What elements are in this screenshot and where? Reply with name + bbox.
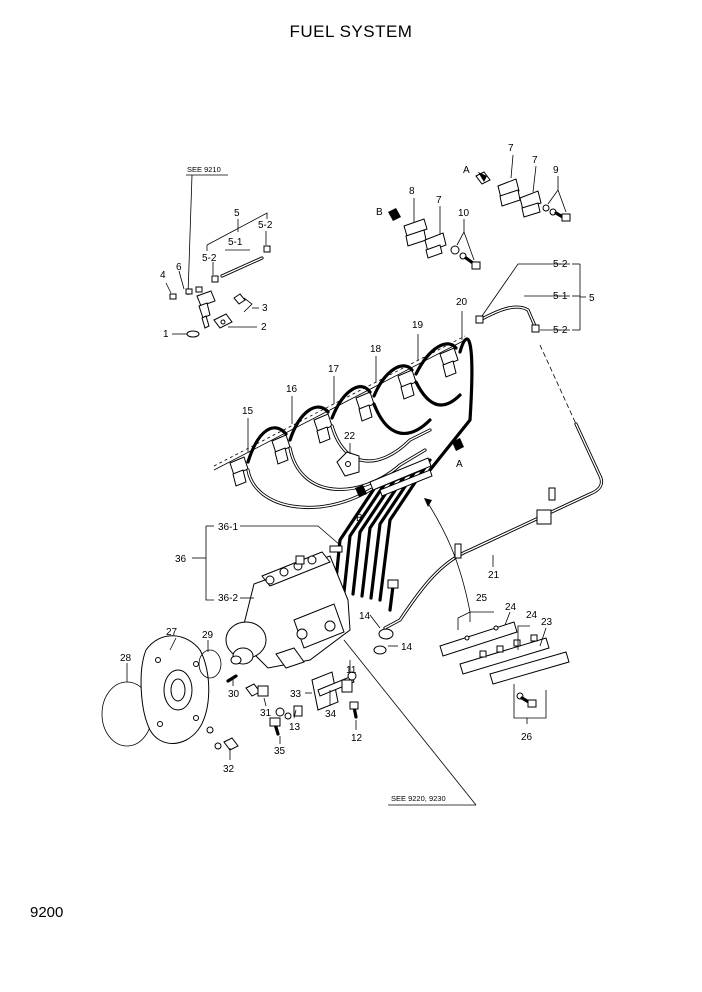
callout-5: 5: [589, 293, 595, 304]
callout-31: 31: [260, 708, 272, 719]
injection-pump: [192, 525, 477, 806]
callout-20: 20: [456, 297, 468, 308]
page-title: FUEL SYSTEM: [289, 22, 413, 41]
callout-24: 24: [505, 602, 517, 613]
callout-10: 10: [458, 208, 470, 219]
callout-5-2: 5-2: [553, 325, 568, 336]
gear-cover-group: [101, 635, 239, 760]
callout-5: 5: [234, 208, 240, 219]
callout-33: 33: [290, 689, 302, 700]
callout-11: 11: [346, 665, 357, 676]
callout-3: 3: [262, 303, 268, 314]
callout-34: 34: [325, 709, 337, 720]
clamp-strips: [439, 611, 570, 724]
see-9220-9230-ref: SEE 9220, 9230: [391, 794, 446, 803]
callout-2: 2: [261, 322, 267, 333]
callout-6: 6: [176, 262, 182, 273]
view-a-label: A: [463, 165, 470, 176]
callout-5-1: 5-1: [228, 237, 243, 248]
callout-26: 26: [521, 732, 533, 743]
callout-13: 13: [289, 722, 301, 733]
callout-5-2: 5-2: [553, 259, 568, 270]
callout-35: 35: [274, 746, 286, 757]
callout-28: 28: [120, 653, 132, 664]
callout-36-2: 36-2: [218, 593, 238, 604]
callout-9: 9: [553, 165, 559, 176]
callout-8: 8: [409, 186, 415, 197]
callout-17: 17: [328, 364, 340, 375]
callout-14: 14: [359, 611, 371, 622]
callout-36: 36: [175, 554, 187, 565]
callout-30: 30: [228, 689, 240, 700]
see-9210-ref: SEE 9210: [187, 165, 221, 174]
callout-23: 23: [541, 617, 553, 628]
callout-7: 7: [436, 195, 442, 206]
callout-19: 19: [412, 320, 424, 331]
callout-36-1: 36-1: [218, 522, 238, 533]
callout-27: 27: [166, 627, 178, 638]
callout-16: 16: [286, 384, 298, 395]
callout-1: 1: [163, 329, 169, 340]
callout-24: 24: [526, 610, 538, 621]
injector-detail: SEE 9210: [165, 165, 271, 338]
callout-12: 12: [351, 733, 363, 744]
view-a-label: A: [456, 459, 463, 470]
page-number: 9200: [30, 904, 64, 921]
callout-5-2: 5-2: [202, 253, 217, 264]
callout-32: 32: [223, 764, 235, 775]
callout-4: 4: [160, 270, 166, 281]
return-line-21: [383, 344, 604, 630]
callout-15: 15: [242, 406, 254, 417]
callout-7: 7: [532, 155, 538, 166]
callout-29: 29: [202, 630, 214, 641]
clamp-details: [388, 154, 571, 270]
callout-7: 7: [508, 143, 514, 154]
callout-18: 18: [370, 344, 382, 355]
callout-5-2: 5-2: [258, 220, 273, 231]
callout-21: 21: [488, 570, 500, 581]
bracket-group: [257, 660, 359, 744]
callout-5-1: 5-1: [553, 291, 568, 302]
callout-14: 14: [401, 642, 413, 653]
return-line: [475, 263, 586, 333]
view-b-label: B: [356, 513, 363, 524]
injector-row: [213, 311, 474, 613]
view-b-label: B: [376, 207, 383, 218]
callout-22: 22: [344, 431, 356, 442]
callout-25: 25: [476, 593, 488, 604]
